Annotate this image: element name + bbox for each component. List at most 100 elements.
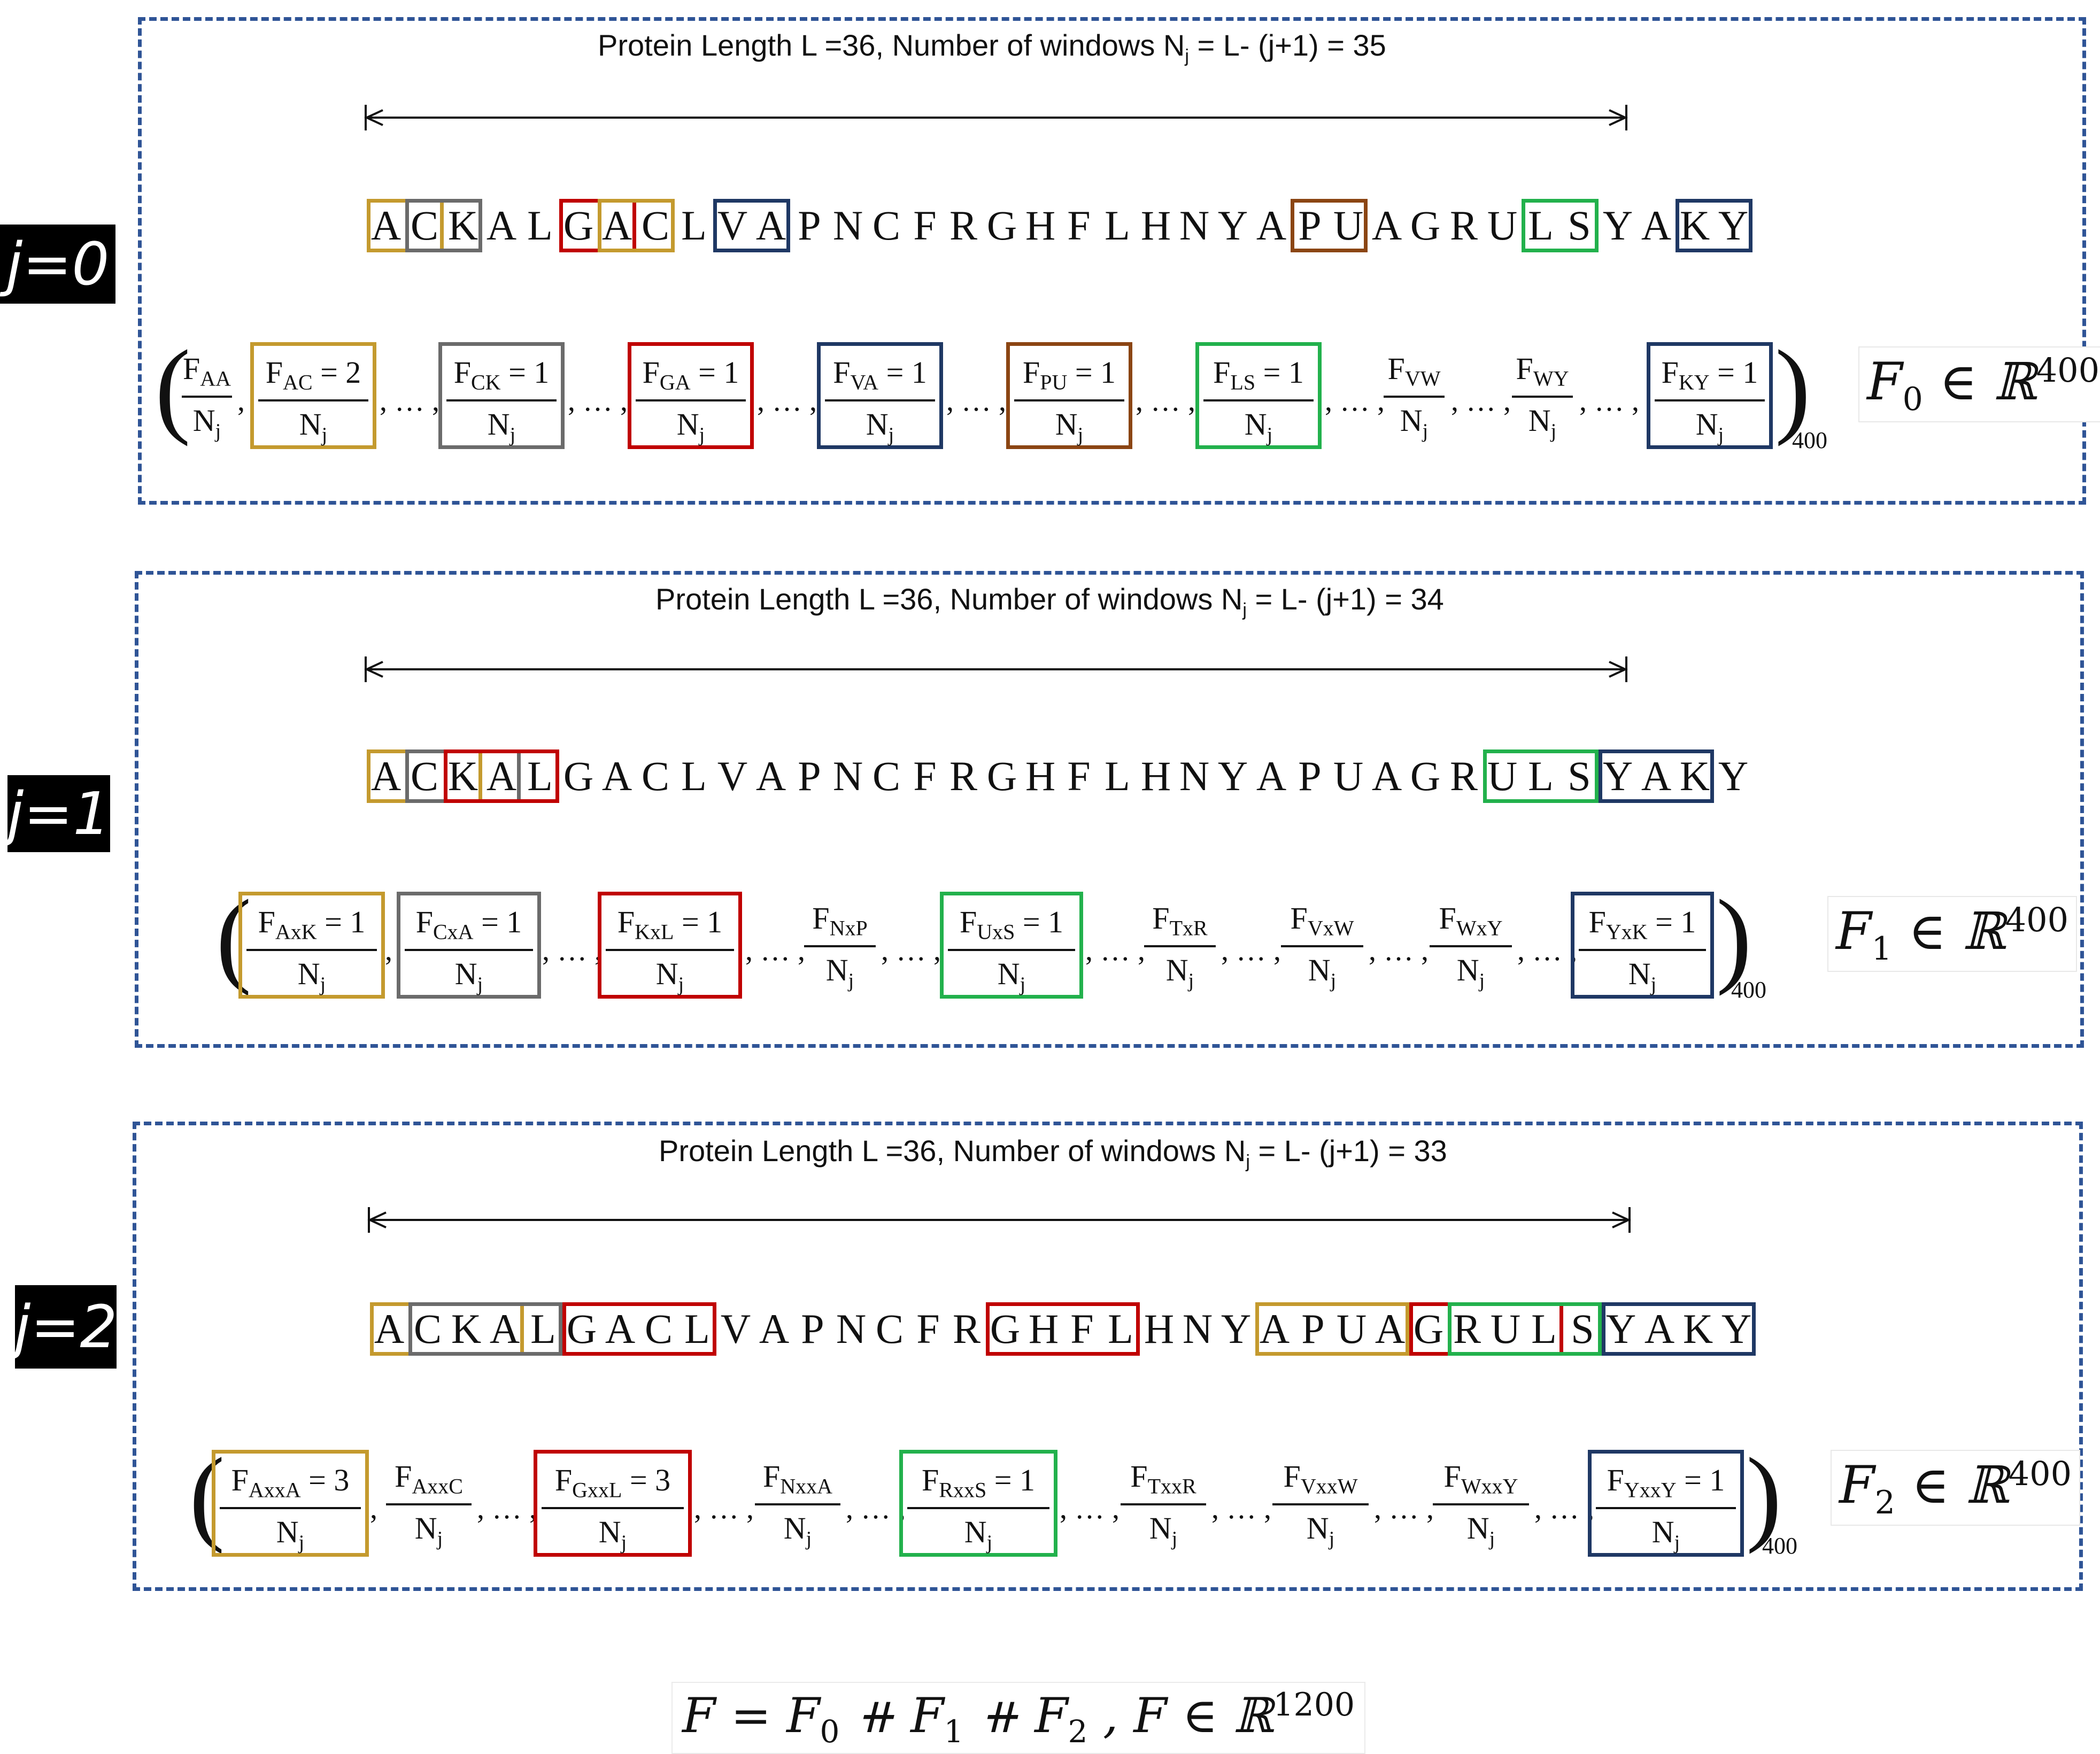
residue: Y xyxy=(1718,753,1749,799)
residue: V xyxy=(717,753,748,799)
frac-NxxA: FNxxA Nj xyxy=(751,1450,845,1557)
ellipsis: , … , xyxy=(694,1492,754,1525)
residue: A xyxy=(1641,753,1672,799)
right-paren: ) xyxy=(1716,878,1752,996)
caption-j0: Protein Length L =36, Number of windows … xyxy=(598,28,1386,67)
window-box xyxy=(1255,1302,1409,1356)
residue: L xyxy=(530,1305,556,1352)
feature-vector-j1: ( FAxK = 1 Nj , FCxA = 1 Nj , … , FKxL =… xyxy=(216,884,1766,999)
frac-AxxA: FAxxA = 3 Nj xyxy=(212,1450,369,1557)
residue: A xyxy=(374,1305,405,1352)
frac-den: Nj xyxy=(1055,407,1084,446)
residue: U xyxy=(1490,1305,1521,1352)
frac-bar xyxy=(1014,399,1124,401)
residue: A xyxy=(1371,753,1402,799)
residue: A xyxy=(486,753,517,799)
frac-den: Nj xyxy=(297,956,326,996)
frac-num: FNxxA xyxy=(762,1459,833,1498)
window-box xyxy=(1522,199,1599,252)
residue: C xyxy=(410,202,439,249)
frac-num: FYxxY = 1 xyxy=(1607,1463,1725,1502)
residue: F xyxy=(1070,1305,1094,1352)
residue: U xyxy=(1333,753,1364,799)
feature-vector-j2: ( FAxxA = 3 Nj , FAxxC Nj , … , FGxxL = … xyxy=(189,1442,1793,1557)
residue: L xyxy=(527,202,553,249)
feature-vector-j0: ( FAA Nj , FAC = 2 Nj , … , FCK = 1 Nj ,… xyxy=(155,335,1812,449)
frac-num: FAA xyxy=(182,351,231,391)
residue: G xyxy=(1410,202,1441,249)
feature-space-j2: F2 ∈ ℝ400 xyxy=(1831,1450,2081,1526)
residue: S xyxy=(1568,202,1591,249)
residue: S xyxy=(1571,1305,1594,1352)
residue: F xyxy=(913,753,937,799)
frac-num: FNxP xyxy=(812,901,868,940)
frac-num: FWxxY xyxy=(1443,1459,1518,1498)
window-box xyxy=(713,199,790,252)
window-box xyxy=(986,1302,1140,1356)
frac-AC: FAC = 2 Nj xyxy=(250,342,376,449)
frac-num: FTxxR xyxy=(1130,1459,1196,1498)
frac-WxxY: FWxxY Nj xyxy=(1429,1450,1533,1557)
residue: N xyxy=(832,202,863,249)
ellipsis: , … , xyxy=(1369,934,1429,967)
frac-num: FVxW xyxy=(1290,901,1354,940)
residue: U xyxy=(1336,1305,1367,1352)
ellipsis: , … , xyxy=(1211,1492,1271,1525)
frac-den: Nj xyxy=(1651,1515,1680,1554)
residue: C xyxy=(641,753,670,799)
feature-space-j0: F0 ∈ ℝ400 xyxy=(1858,346,2100,423)
frac-den: Nj xyxy=(1628,956,1657,996)
residue: H xyxy=(1140,753,1171,799)
frac-num: FAxxA = 3 xyxy=(231,1463,350,1502)
residue: U xyxy=(1333,202,1364,249)
frac-bar xyxy=(907,1507,1049,1509)
frac-bar xyxy=(405,949,533,951)
frac-bar xyxy=(258,399,368,401)
frac-num: FYxK = 1 xyxy=(1588,905,1696,944)
frac-num: FLS = 1 xyxy=(1213,355,1304,395)
frac-num: FAC = 2 xyxy=(265,355,361,395)
residue: N xyxy=(836,1305,867,1352)
frac-bar xyxy=(1596,1507,1736,1509)
frac-bar xyxy=(1121,1503,1206,1505)
frac-AxxC: FAxxC Nj xyxy=(382,1450,476,1557)
residue: R xyxy=(1449,202,1478,249)
frac-num: FAxK = 1 xyxy=(258,905,366,944)
residue: G xyxy=(986,753,1017,799)
ellipsis: , … , xyxy=(568,384,628,418)
frac-WxY: FWxY Nj xyxy=(1425,892,1516,999)
frac-AxK: FAxK = 1 Nj xyxy=(238,892,385,999)
caption-sub: j xyxy=(1246,1152,1250,1172)
frac-bar xyxy=(542,1507,684,1509)
residue: A xyxy=(370,753,402,799)
feature-space-j1: F1 ∈ ℝ400 xyxy=(1827,896,2078,972)
frac-bar xyxy=(1655,399,1765,401)
frac-num: FVxxW xyxy=(1283,1459,1358,1498)
residue: N xyxy=(832,753,863,799)
residue: A xyxy=(1259,1305,1290,1352)
frac-bar xyxy=(446,399,557,401)
frac-bar xyxy=(1272,1503,1369,1505)
frac-den: Nj xyxy=(192,403,221,443)
residue: A xyxy=(1644,1305,1675,1352)
frac-VA: FVA = 1 Nj xyxy=(817,342,943,449)
frac-bar xyxy=(1203,399,1314,401)
residue: H xyxy=(1025,202,1056,249)
caption-pre: Protein Length L =36, Number of windows … xyxy=(655,582,1243,616)
residue: R xyxy=(952,1305,981,1352)
window-arrow-j2 xyxy=(367,1207,1631,1233)
caption-pre: Protein Length L =36, Number of windows … xyxy=(659,1134,1246,1168)
residue: C xyxy=(641,202,670,249)
ellipsis: , … , xyxy=(1060,1492,1120,1525)
residue: A xyxy=(601,202,632,249)
frac-bar xyxy=(606,949,734,951)
caption-sub: j xyxy=(1242,600,1247,621)
residue: G xyxy=(566,1305,597,1352)
residue: U xyxy=(1487,753,1518,799)
residue: A xyxy=(1641,202,1672,249)
window-box xyxy=(444,749,559,803)
ellipsis: , … , xyxy=(1136,384,1195,418)
panel-j0 xyxy=(138,17,2086,505)
